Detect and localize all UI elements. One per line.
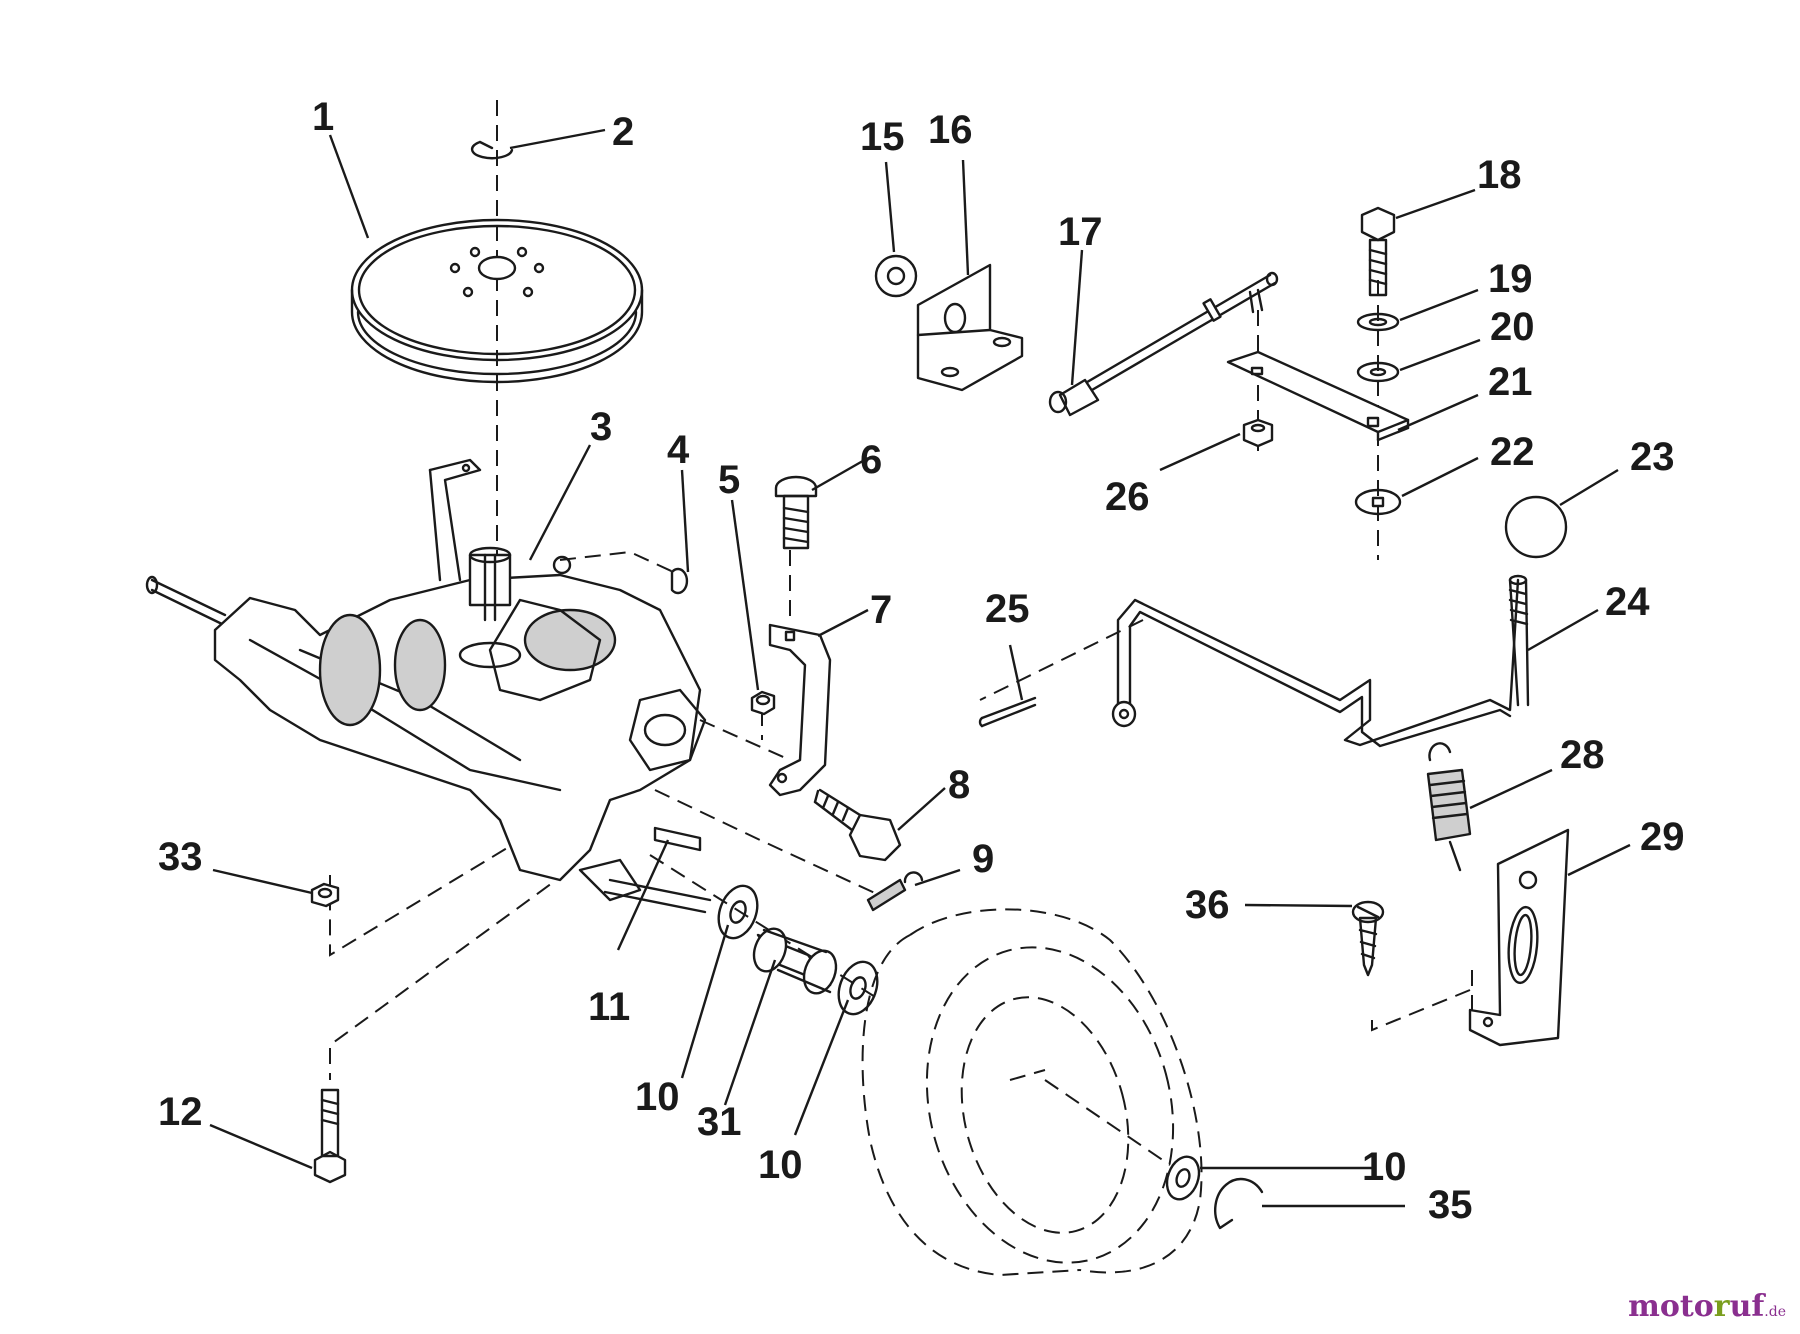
lever-bracket — [1468, 828, 1570, 1047]
flat-washer — [1354, 488, 1402, 516]
adjuster-rod — [1048, 271, 1279, 417]
mounting-bracket — [768, 623, 832, 797]
square-key — [653, 826, 702, 852]
flat-washer — [837, 960, 879, 1016]
hex-bolt — [813, 788, 902, 862]
cotter-pin — [978, 696, 1037, 728]
callout-17: 17 — [1058, 210, 1103, 254]
callout-7: 7 — [870, 588, 892, 632]
hex-nut — [310, 882, 340, 908]
watermark-part3: uf — [1729, 1289, 1765, 1324]
e-clip — [470, 140, 514, 160]
tension-spring-small — [866, 871, 924, 912]
leader-lines — [209, 128, 1631, 1208]
callout-10-a: 10 — [635, 1075, 680, 1119]
flat-washer — [874, 254, 918, 298]
hex-bolt — [1360, 206, 1396, 297]
angle-bracket — [916, 263, 1024, 392]
watermark-part2: r — [1713, 1289, 1730, 1324]
callout-20: 20 — [1490, 305, 1535, 349]
extension-spring — [1426, 742, 1472, 872]
transaxle — [145, 458, 712, 914]
callout-31: 31 — [697, 1100, 742, 1144]
hex-nut — [1242, 418, 1274, 448]
callout-4: 4 — [667, 428, 690, 472]
callout-25: 25 — [985, 587, 1030, 631]
callout-10-b: 10 — [758, 1143, 803, 1187]
callout-11: 11 — [588, 985, 630, 1029]
callout-28: 28 — [1560, 733, 1605, 777]
callout-1: 1 — [312, 95, 334, 139]
callout-8: 8 — [948, 763, 970, 807]
callout-6: 6 — [860, 438, 882, 482]
shift-lever — [1111, 574, 1530, 748]
hex-washer-screw — [1351, 900, 1385, 977]
woodruff-key — [670, 567, 689, 595]
callout-24: 24 — [1605, 580, 1650, 624]
callout-36: 36 — [1185, 883, 1230, 927]
callouts: 1 2 3 4 5 6 7 8 9 10 10 10 11 12 15 16 1… — [158, 95, 1685, 1227]
hex-nut — [750, 690, 776, 716]
callout-21: 21 — [1488, 360, 1533, 404]
carriage-bolt — [774, 475, 818, 550]
callout-18: 18 — [1477, 153, 1522, 197]
callout-22: 22 — [1490, 430, 1535, 474]
watermark-suffix: .de — [1764, 1304, 1786, 1320]
callout-3: 3 — [590, 405, 612, 449]
hex-bolt — [313, 1088, 347, 1184]
callout-33: 33 — [158, 835, 203, 879]
callout-10-c: 10 — [1362, 1145, 1407, 1189]
watermark-logo: motoruf.de — [1628, 1289, 1786, 1324]
callout-26: 26 — [1105, 475, 1150, 519]
callout-9: 9 — [972, 837, 994, 881]
watermark-part1: moto — [1628, 1289, 1714, 1324]
retaining-ring — [1214, 1177, 1264, 1230]
lock-washer — [1356, 312, 1400, 332]
callout-16: 16 — [928, 108, 973, 152]
callout-29: 29 — [1640, 815, 1685, 859]
spacer-tube — [752, 927, 838, 995]
callout-12: 12 — [158, 1090, 203, 1134]
ball-knob — [1504, 495, 1568, 559]
callout-5: 5 — [718, 458, 740, 502]
callout-23: 23 — [1630, 435, 1675, 479]
flat-washer — [717, 884, 759, 940]
flat-washer — [1165, 1155, 1201, 1201]
callout-2: 2 — [612, 110, 634, 154]
flat-washer — [1356, 361, 1400, 383]
link-plate — [1226, 350, 1410, 442]
wheel — [861, 908, 1203, 1277]
pulley — [350, 218, 644, 384]
callout-19: 19 — [1488, 257, 1533, 301]
callout-35: 35 — [1428, 1183, 1473, 1227]
callout-15: 15 — [860, 115, 905, 159]
